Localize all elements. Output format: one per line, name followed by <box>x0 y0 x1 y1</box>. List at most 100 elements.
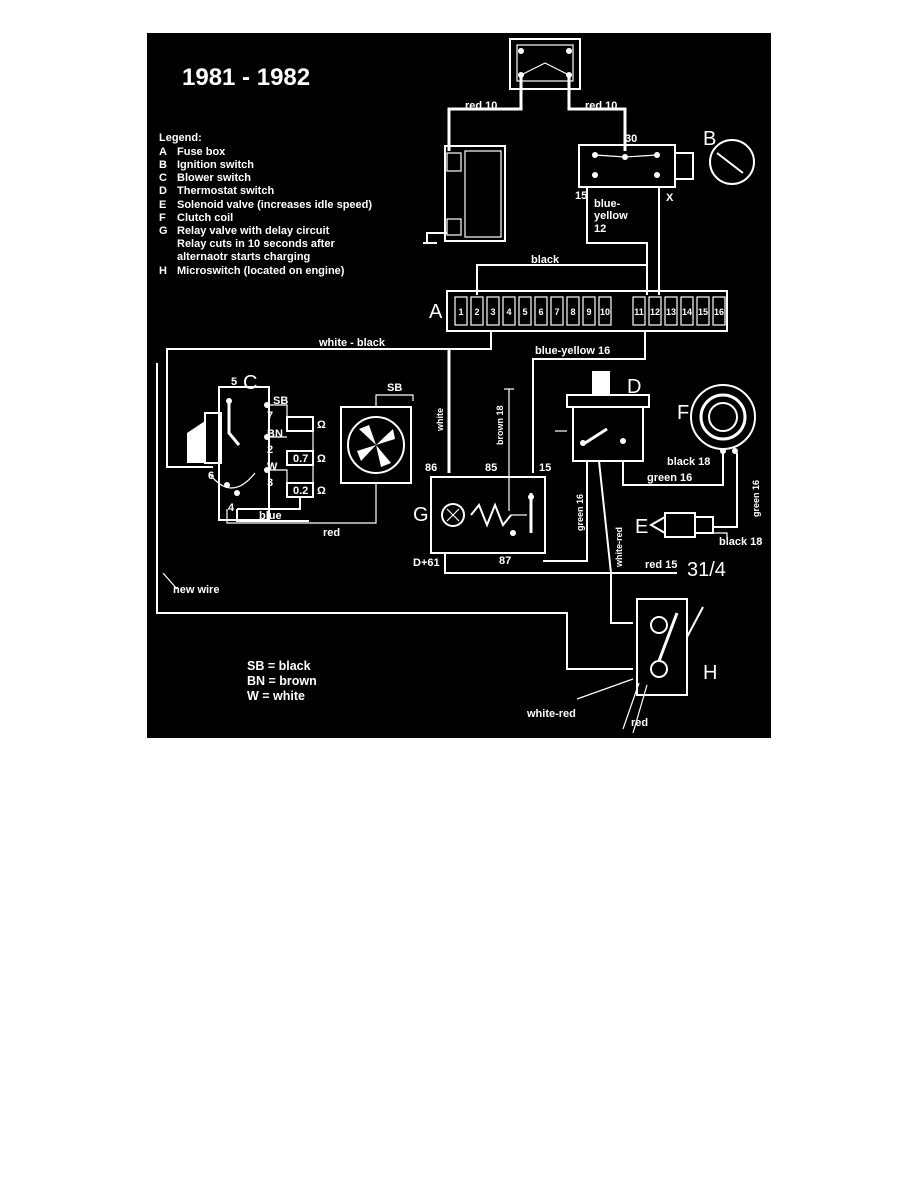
resistor-2-unit: Ω <box>317 453 326 465</box>
fuse-number: 1 <box>458 307 463 317</box>
wire-label-green16-f: green 16 <box>647 472 692 484</box>
wire-label-black18-f: black 18 <box>667 456 710 468</box>
legend: Legend: A Fuse box B Ignition switch C B… <box>159 132 372 277</box>
fuse-cell <box>664 296 678 326</box>
terminal-c4: 4 <box>228 502 235 514</box>
fuse-number: 13 <box>666 307 676 317</box>
fuse-cell <box>486 296 500 326</box>
wire-label-green16-relay: green 16 <box>575 494 585 531</box>
abbr-bn: BN = brown <box>247 674 317 688</box>
terminal-c2: 2 <box>267 444 273 456</box>
legend-text-c: Blower switch <box>177 172 251 184</box>
legend-heading: Legend: <box>159 132 202 144</box>
label-a: A <box>429 301 443 323</box>
wire-green16-e <box>713 453 738 528</box>
terminal-x: X <box>666 192 674 204</box>
resistor-3-value: 0.2 <box>293 485 308 497</box>
abbreviations: SB = black BN = brown W = white <box>247 659 317 703</box>
legend-text-g-2: Relay cuts in 10 seconds after <box>177 238 335 250</box>
thermostat-switch: D <box>555 371 650 462</box>
abbr-w: W = white <box>247 689 305 703</box>
wire-label-red15: red 15 <box>645 559 677 571</box>
legend-key-g: G <box>159 225 168 237</box>
label-h: H <box>703 662 717 684</box>
wire-label-red10-right: red 10 <box>585 100 617 112</box>
wire-green16-relay <box>543 461 588 562</box>
legend-text-a: Fuse box <box>177 146 226 158</box>
legend-key-e: E <box>159 199 166 211</box>
fuse-number: 15 <box>698 307 708 317</box>
fuse-number: 10 <box>600 307 610 317</box>
wire-label-black18-e: black 18 <box>719 536 762 548</box>
terminal-d61: D+61 <box>413 557 440 569</box>
wire-label-green16-e: green 16 <box>751 480 761 517</box>
fuse-cell <box>648 296 662 326</box>
label-b: B <box>703 128 716 150</box>
wire-white-black <box>166 331 492 468</box>
resistor-3-unit: Ω <box>317 485 326 497</box>
terminal-87: 87 <box>499 555 511 567</box>
terminal-c-w: W <box>267 461 278 473</box>
ignition-switch: B 30 15 X <box>575 128 755 204</box>
fuse-number: 14 <box>682 307 692 317</box>
terminal-15: 15 <box>575 190 587 202</box>
solenoid-valve: E <box>635 512 728 539</box>
resistor-stack: 1.9 Ω 0.7 Ω 0.2 Ω <box>237 416 326 510</box>
wire-label-blue-yellow-a: blue- <box>594 198 621 210</box>
fuse-number: 12 <box>650 307 660 317</box>
wire-label-white-red-vertical: white-red <box>614 527 624 568</box>
legend-text-d: Thermostat switch <box>177 185 274 197</box>
battery-block <box>423 145 506 244</box>
terminal-85: 85 <box>485 462 497 474</box>
label-c: C <box>243 372 257 394</box>
wire-label-white: white <box>435 408 445 432</box>
legend-text-h: Microswitch (located on engine) <box>177 265 345 277</box>
wiring-diagram: 1981 - 1982 Legend: A Fuse box B Ignitio… <box>147 33 771 738</box>
fuse-cell <box>680 296 694 326</box>
label-g: G <box>413 504 429 526</box>
fuse-number: 7 <box>554 307 559 317</box>
legend-key-b: B <box>159 159 167 171</box>
fuse-cell <box>470 296 484 326</box>
wire-label-blue: blue <box>259 510 282 522</box>
wire-label-red10-left: red 10 <box>465 100 497 112</box>
fuse-cell <box>696 296 710 326</box>
fuse-number: 4 <box>506 307 511 317</box>
wire-red <box>226 483 377 524</box>
terminal-31-4: 31/4 <box>687 559 726 581</box>
clutch-coil: F <box>677 384 756 454</box>
fuse-cell <box>632 296 646 326</box>
label-e: E <box>635 516 648 538</box>
fuse-cell <box>582 296 596 326</box>
terminal-15g: 15 <box>539 462 551 474</box>
wire-label-red: red <box>323 527 340 539</box>
relay-valve: G 86 85 15 87 D+61 <box>413 462 551 569</box>
wire-green16-f <box>622 453 724 486</box>
diagram-title: 1981 - 1982 <box>182 64 310 91</box>
wire-blue-yellow-16 <box>532 331 646 473</box>
fuse-cell <box>502 296 516 326</box>
legend-text-g-3: alternaotr starts charging <box>177 251 310 263</box>
resistor-2-value: 0.7 <box>293 453 308 465</box>
resistor-1-value: 1.9 <box>293 420 306 430</box>
wire-red15 <box>444 553 677 574</box>
wire-label-blue-yellow-num: 12 <box>594 223 606 235</box>
legend-key-a: A <box>159 146 167 158</box>
fuse-number: 3 <box>490 307 495 317</box>
fuse-cell <box>598 296 612 326</box>
resistor-1-unit: Ω <box>317 419 326 431</box>
fuse-number: 6 <box>538 307 543 317</box>
fuse-number: 16 <box>714 307 724 317</box>
wire-red10-left <box>447 75 523 151</box>
fuse-cell <box>454 296 468 326</box>
wire-label-black: black <box>531 254 560 266</box>
legend-key-d: D <box>159 185 167 197</box>
legend-text-e: Solenoid valve (increases idle speed) <box>177 199 372 211</box>
fuse-number: 2 <box>474 307 479 317</box>
wire-label-white-red-bottom: white-red <box>526 708 576 720</box>
fuse-number: 5 <box>522 307 527 317</box>
wire-white-red <box>598 460 633 624</box>
wire-label-brown18: brown 18 <box>495 405 505 445</box>
fuse-cell <box>518 296 532 326</box>
